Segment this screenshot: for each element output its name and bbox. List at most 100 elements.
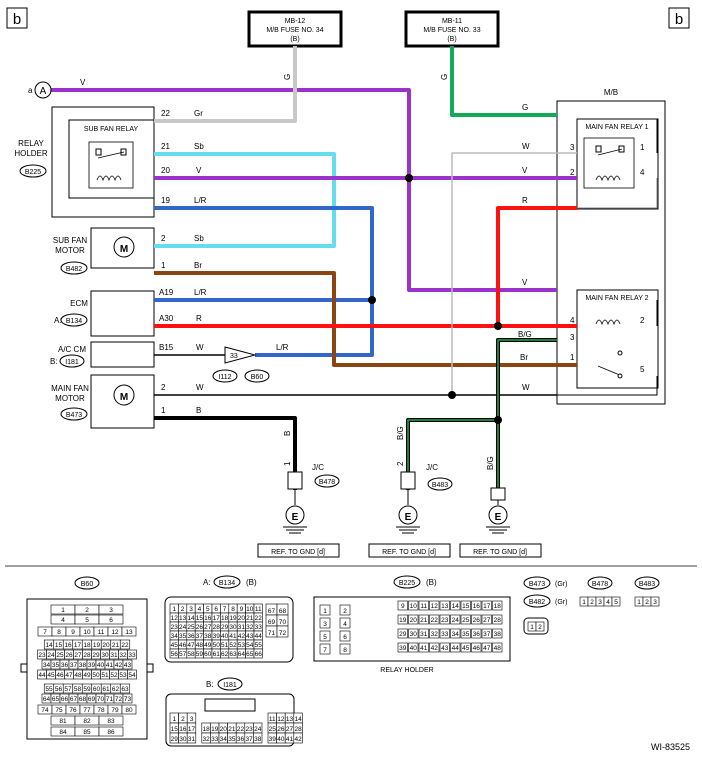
pin-number: 83 [107, 718, 115, 725]
pin-number: 43 [246, 633, 254, 640]
pin-number: 46 [56, 672, 64, 679]
pin-number: 18 [83, 642, 91, 649]
pin-number: 32 [119, 652, 127, 659]
wire-color-19: L/R [194, 196, 207, 205]
fuse-33-line2: M/B FUSE NO. 33 [423, 27, 480, 34]
pin-cell [319, 643, 331, 655]
ground-3: B/G E REF. TO GND [d] [459, 456, 542, 558]
diagram-code: WI-83525 [651, 742, 690, 752]
pin-number: 4 [198, 606, 202, 613]
ground-1-wire: B [283, 431, 292, 436]
fuse-box-34: MB-12 M/B FUSE NO. 34 (B) [247, 10, 343, 48]
splice-node [448, 391, 456, 399]
pin-number: 70 [279, 619, 287, 626]
ground-2-pin: 2 [396, 461, 405, 466]
pin-number: 23 [441, 617, 449, 624]
pin-number: 32 [246, 624, 254, 631]
relay-holder-label2: HOLDER [14, 149, 48, 158]
pin-number: 15 [55, 642, 63, 649]
pin-number: 41 [420, 645, 428, 652]
wire-pin-21: 21 [161, 142, 170, 151]
pin-number: 53 [238, 642, 246, 649]
wire-label-right-w2: W [522, 383, 530, 392]
ground-2-jc: J/C [426, 463, 438, 472]
coil-icon [96, 175, 122, 182]
pin-number: 4 [606, 599, 610, 606]
relay2-pin3: 3 [570, 333, 575, 342]
pin-number: 12 [277, 716, 285, 723]
pin-number: 61 [213, 651, 221, 658]
pin-number: 6 [109, 617, 113, 624]
fuse-34-line3: (B) [290, 36, 299, 43]
pin-number: 71 [268, 630, 276, 637]
pin-cell [429, 614, 440, 625]
pin-number: 40 [97, 662, 105, 669]
pin-number: 1 [530, 624, 534, 631]
pin-number: 53 [119, 672, 127, 679]
wire-label-top-v: V [80, 78, 86, 87]
pin-number: 21 [112, 642, 120, 649]
pin-cell [98, 715, 124, 726]
pin-number: 44 [38, 672, 46, 679]
pin-number: 85 [83, 729, 91, 736]
splice-id2: B60 [251, 374, 264, 381]
pin-number: 63 [229, 651, 237, 658]
ac-cm-label: A/C CM [58, 345, 86, 354]
pin-number: 45 [462, 645, 470, 652]
wire-pin-22: 22 [161, 109, 170, 118]
pin-number: 37 [245, 736, 253, 743]
pin-number: 65 [246, 651, 254, 658]
pin-number: 52 [110, 672, 118, 679]
pin-number: 17 [74, 642, 82, 649]
pin-number: 28 [83, 652, 91, 659]
pin-number: 72 [115, 696, 123, 703]
pin-number: 19 [211, 726, 219, 733]
pin-number: 23 [171, 624, 179, 631]
pin-number: 31 [420, 631, 428, 638]
pin-number: 78 [97, 707, 105, 714]
relay2-pin4: 4 [570, 316, 575, 325]
pin-number: 14 [452, 603, 460, 610]
pin-cell [450, 600, 461, 611]
pin-number: 2 [181, 716, 185, 723]
pin-number: 11 [98, 629, 105, 636]
pin-number: 35 [462, 631, 470, 638]
relay2-pin5: 5 [640, 365, 645, 374]
b134-suffix: (B) [246, 578, 257, 587]
motor-icon [113, 384, 135, 406]
pin-number: 84 [59, 729, 67, 736]
pin-number: 35 [179, 633, 187, 640]
pin-number: 15 [462, 603, 470, 610]
wire-relay2-pin5 [557, 376, 658, 396]
wire-color-2-sb: Sb [194, 234, 204, 243]
pin-number: 14 [294, 716, 302, 723]
pin-cell [439, 628, 450, 639]
pin-number: 18 [494, 603, 502, 610]
wire-color-21: Sb [194, 142, 204, 151]
b225-label: B225 [399, 580, 415, 587]
wire-label-fuse-g-right: G [440, 74, 449, 80]
pin-cell [186, 732, 197, 744]
pin-number: 25 [56, 652, 64, 659]
wire-pin-b15: B15 [159, 343, 174, 352]
pin-number: 56 [171, 651, 179, 658]
pin-cell [122, 659, 133, 670]
pin-number: 64 [43, 696, 51, 703]
pin-number: 48 [196, 642, 204, 649]
pin-number: 38 [204, 633, 212, 640]
pin-number: 24 [254, 726, 262, 733]
pin-cell [471, 642, 482, 653]
pin-cell [418, 642, 429, 653]
pin-number: 55 [45, 686, 53, 693]
pin-number: 17 [188, 726, 196, 733]
pin-number: 59 [196, 651, 204, 658]
b473-label: B473 [529, 581, 545, 588]
pin-number: 63 [121, 686, 129, 693]
pin-cell [429, 600, 440, 611]
pin-number: 7 [223, 606, 227, 613]
wire-pin-1-b: 1 [161, 406, 166, 415]
